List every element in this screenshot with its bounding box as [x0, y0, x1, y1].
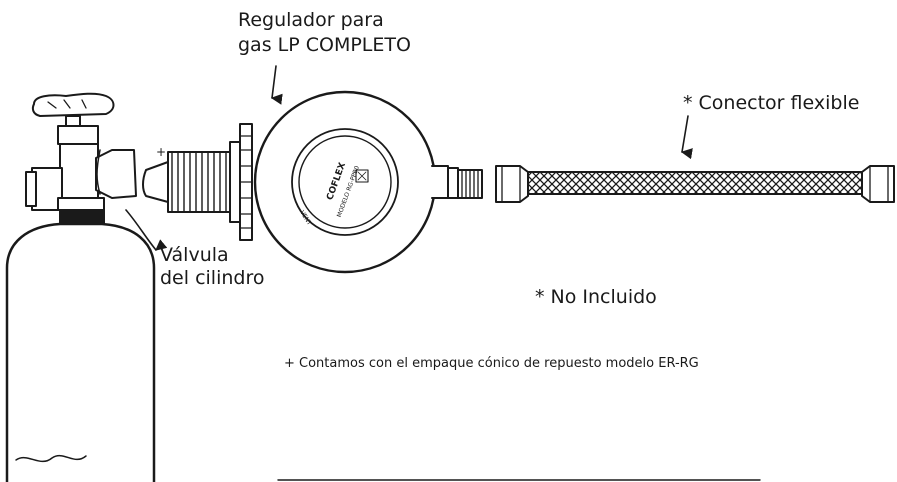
regulator-label: Regulador para gas LP COMPLETO — [238, 8, 411, 58]
regulator-label-line1: Regulador para — [238, 9, 384, 31]
regulator-pointer-arrow — [270, 65, 283, 105]
regulator-label-line2: gas LP COMPLETO — [238, 34, 411, 56]
connector-label: * Conector flexible — [683, 92, 860, 114]
not-included-note: * No Incluido — [535, 286, 657, 308]
gas-regulator — [142, 90, 483, 274]
connector-pointer-arrow — [680, 115, 693, 160]
cylinder-valve — [25, 92, 168, 251]
flexible-connector — [495, 165, 895, 203]
plus-marker: + — [156, 145, 167, 159]
valve-label-line2: del cilindro — [160, 267, 265, 289]
gas-cylinder — [5, 222, 156, 482]
valve-label-line1: Válvula — [160, 244, 229, 266]
valve-label: Válvula del cilindro — [160, 244, 264, 290]
spare-gasket-note: + Contamos con el empaque cónico de repu… — [284, 356, 699, 371]
